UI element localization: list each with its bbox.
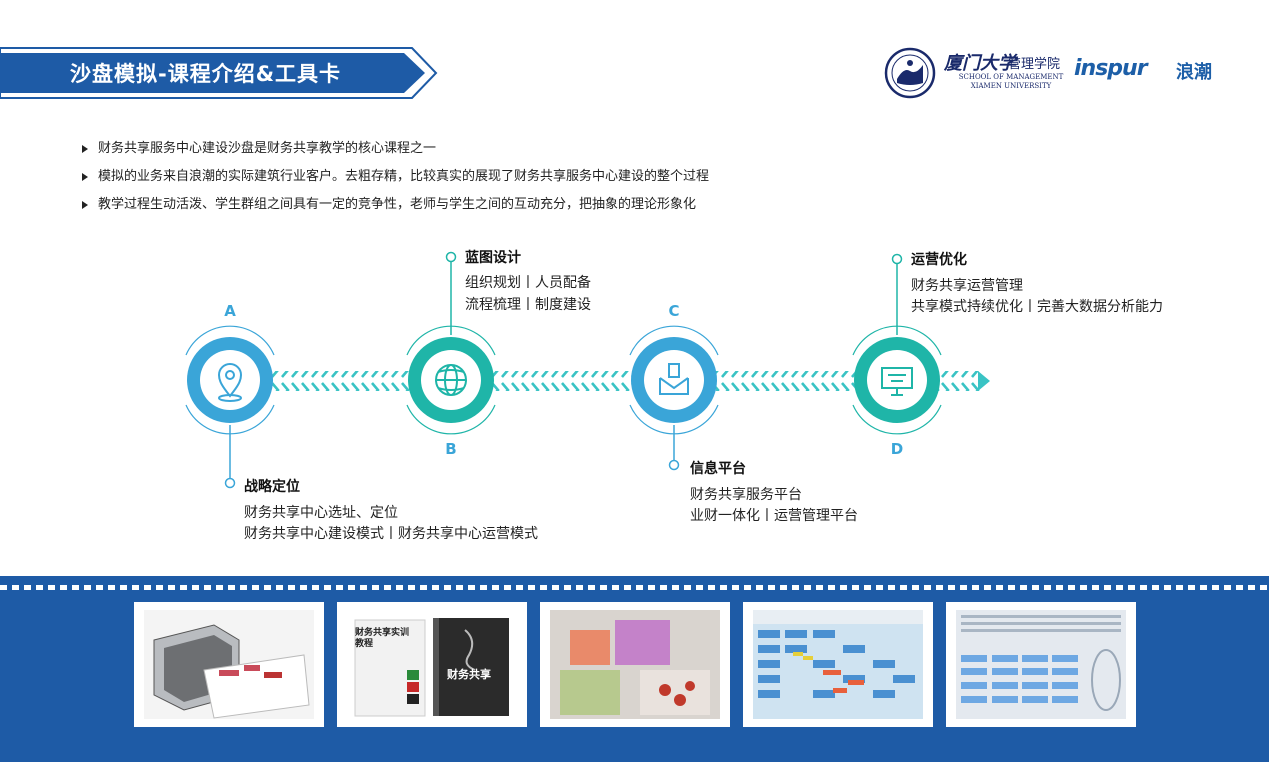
photo-printed-board bbox=[946, 602, 1136, 727]
stage-letter-d: D bbox=[890, 440, 904, 458]
photo-sandbox-case bbox=[134, 602, 324, 727]
xmu-english-text: SCHOOL OF MANAGEMENT XIAMEN UNIVERSITY bbox=[956, 73, 1066, 91]
bullet-item: 财务共享服务中心建设沙盘是财务共享教学的核心课程之一 bbox=[82, 137, 436, 156]
stage-desc-c-2: 业财一体化丨运营管理平台 bbox=[690, 508, 858, 524]
stage-node-a bbox=[185, 325, 275, 489]
bullet-text: 教学过程生动活泼、学生群组之间具有一定的竞争性，老师与学生之间的互动充分，把抽象… bbox=[98, 197, 697, 212]
inspur-logo: inspur bbox=[1074, 56, 1148, 81]
bullet-arrow-icon bbox=[82, 144, 88, 153]
cards-illustration bbox=[550, 610, 720, 719]
stage-node-c bbox=[629, 325, 719, 471]
photo-textbooks: 财务共享实训教程 财务共享 bbox=[337, 602, 527, 727]
photo-sandbox-board bbox=[743, 602, 933, 727]
bullet-item: 教学过程生动活泼、学生群组之间具有一定的竞争性，老师与学生之间的互动充分，把抽象… bbox=[82, 193, 696, 212]
xmu-seal-logo bbox=[884, 47, 936, 99]
xmu-english-line1: SCHOOL OF MANAGEMENT bbox=[958, 73, 1064, 81]
xmu-school-text: 管理学院 bbox=[1008, 57, 1061, 72]
page-title: 沙盘模拟-课程介绍&工具卡 bbox=[70, 62, 342, 86]
book2-title: 财务共享 bbox=[447, 668, 491, 681]
photo-tool-cards bbox=[540, 602, 730, 727]
stage-title-a: 战略定位 bbox=[244, 479, 300, 495]
presentation-board-icon bbox=[881, 367, 913, 396]
printed-board-illustration bbox=[956, 610, 1126, 719]
stage-title-c: 信息平台 bbox=[690, 461, 746, 477]
board-illustration bbox=[753, 610, 923, 719]
stage-desc-a-2: 财务共享中心建设模式丨财务共享中心运营模式 bbox=[244, 526, 538, 542]
bullet-arrow-icon bbox=[82, 200, 88, 209]
xmu-english-line2: XIAMEN UNIVERSITY bbox=[970, 82, 1052, 90]
timeline-diagram bbox=[185, 251, 990, 489]
stage-letter-c: C bbox=[668, 302, 680, 320]
book1-title: 财务共享实训教程 bbox=[355, 628, 410, 649]
stage-desc-c-1: 财务共享服务平台 bbox=[690, 487, 802, 503]
mail-tray-icon bbox=[659, 363, 689, 395]
inspur-logo-cn: 浪潮 bbox=[1176, 62, 1212, 83]
bullet-text: 模拟的业务来自浪潮的实际建筑行业客户。去粗存精，比较真实的展现了财务共享服务中心… bbox=[98, 169, 710, 184]
bullet-text: 财务共享服务中心建设沙盘是财务共享教学的核心课程之一 bbox=[98, 141, 437, 156]
case-illustration bbox=[144, 610, 314, 719]
stage-desc-b-1: 组织规划丨人员配备 bbox=[465, 275, 591, 291]
books-illustration bbox=[347, 610, 517, 719]
stage-desc-b-2: 流程梳理丨制度建设 bbox=[465, 297, 591, 313]
stage-desc-d-2: 共享模式持续优化丨完善大数据分析能力 bbox=[911, 299, 1163, 315]
stage-letter-b: B bbox=[445, 440, 457, 458]
location-pin-icon bbox=[217, 363, 243, 402]
stage-desc-a-1: 财务共享中心选址、定位 bbox=[244, 505, 398, 521]
stage-desc-d-1: 财务共享运营管理 bbox=[911, 278, 1023, 294]
bullet-arrow-icon bbox=[82, 172, 88, 181]
stage-title-b: 蓝图设计 bbox=[465, 250, 521, 266]
globe-icon bbox=[435, 364, 467, 396]
xmu-logo-text: 廈门大学 bbox=[944, 53, 1016, 74]
stage-title-d: 运营优化 bbox=[911, 252, 967, 268]
bullet-item: 模拟的业务来自浪潮的实际建筑行业客户。去粗存精，比较真实的展现了财务共享服务中心… bbox=[82, 165, 709, 184]
title-banner bbox=[0, 47, 438, 99]
stage-letter-a: A bbox=[224, 302, 236, 320]
dashed-divider bbox=[0, 585, 1269, 590]
